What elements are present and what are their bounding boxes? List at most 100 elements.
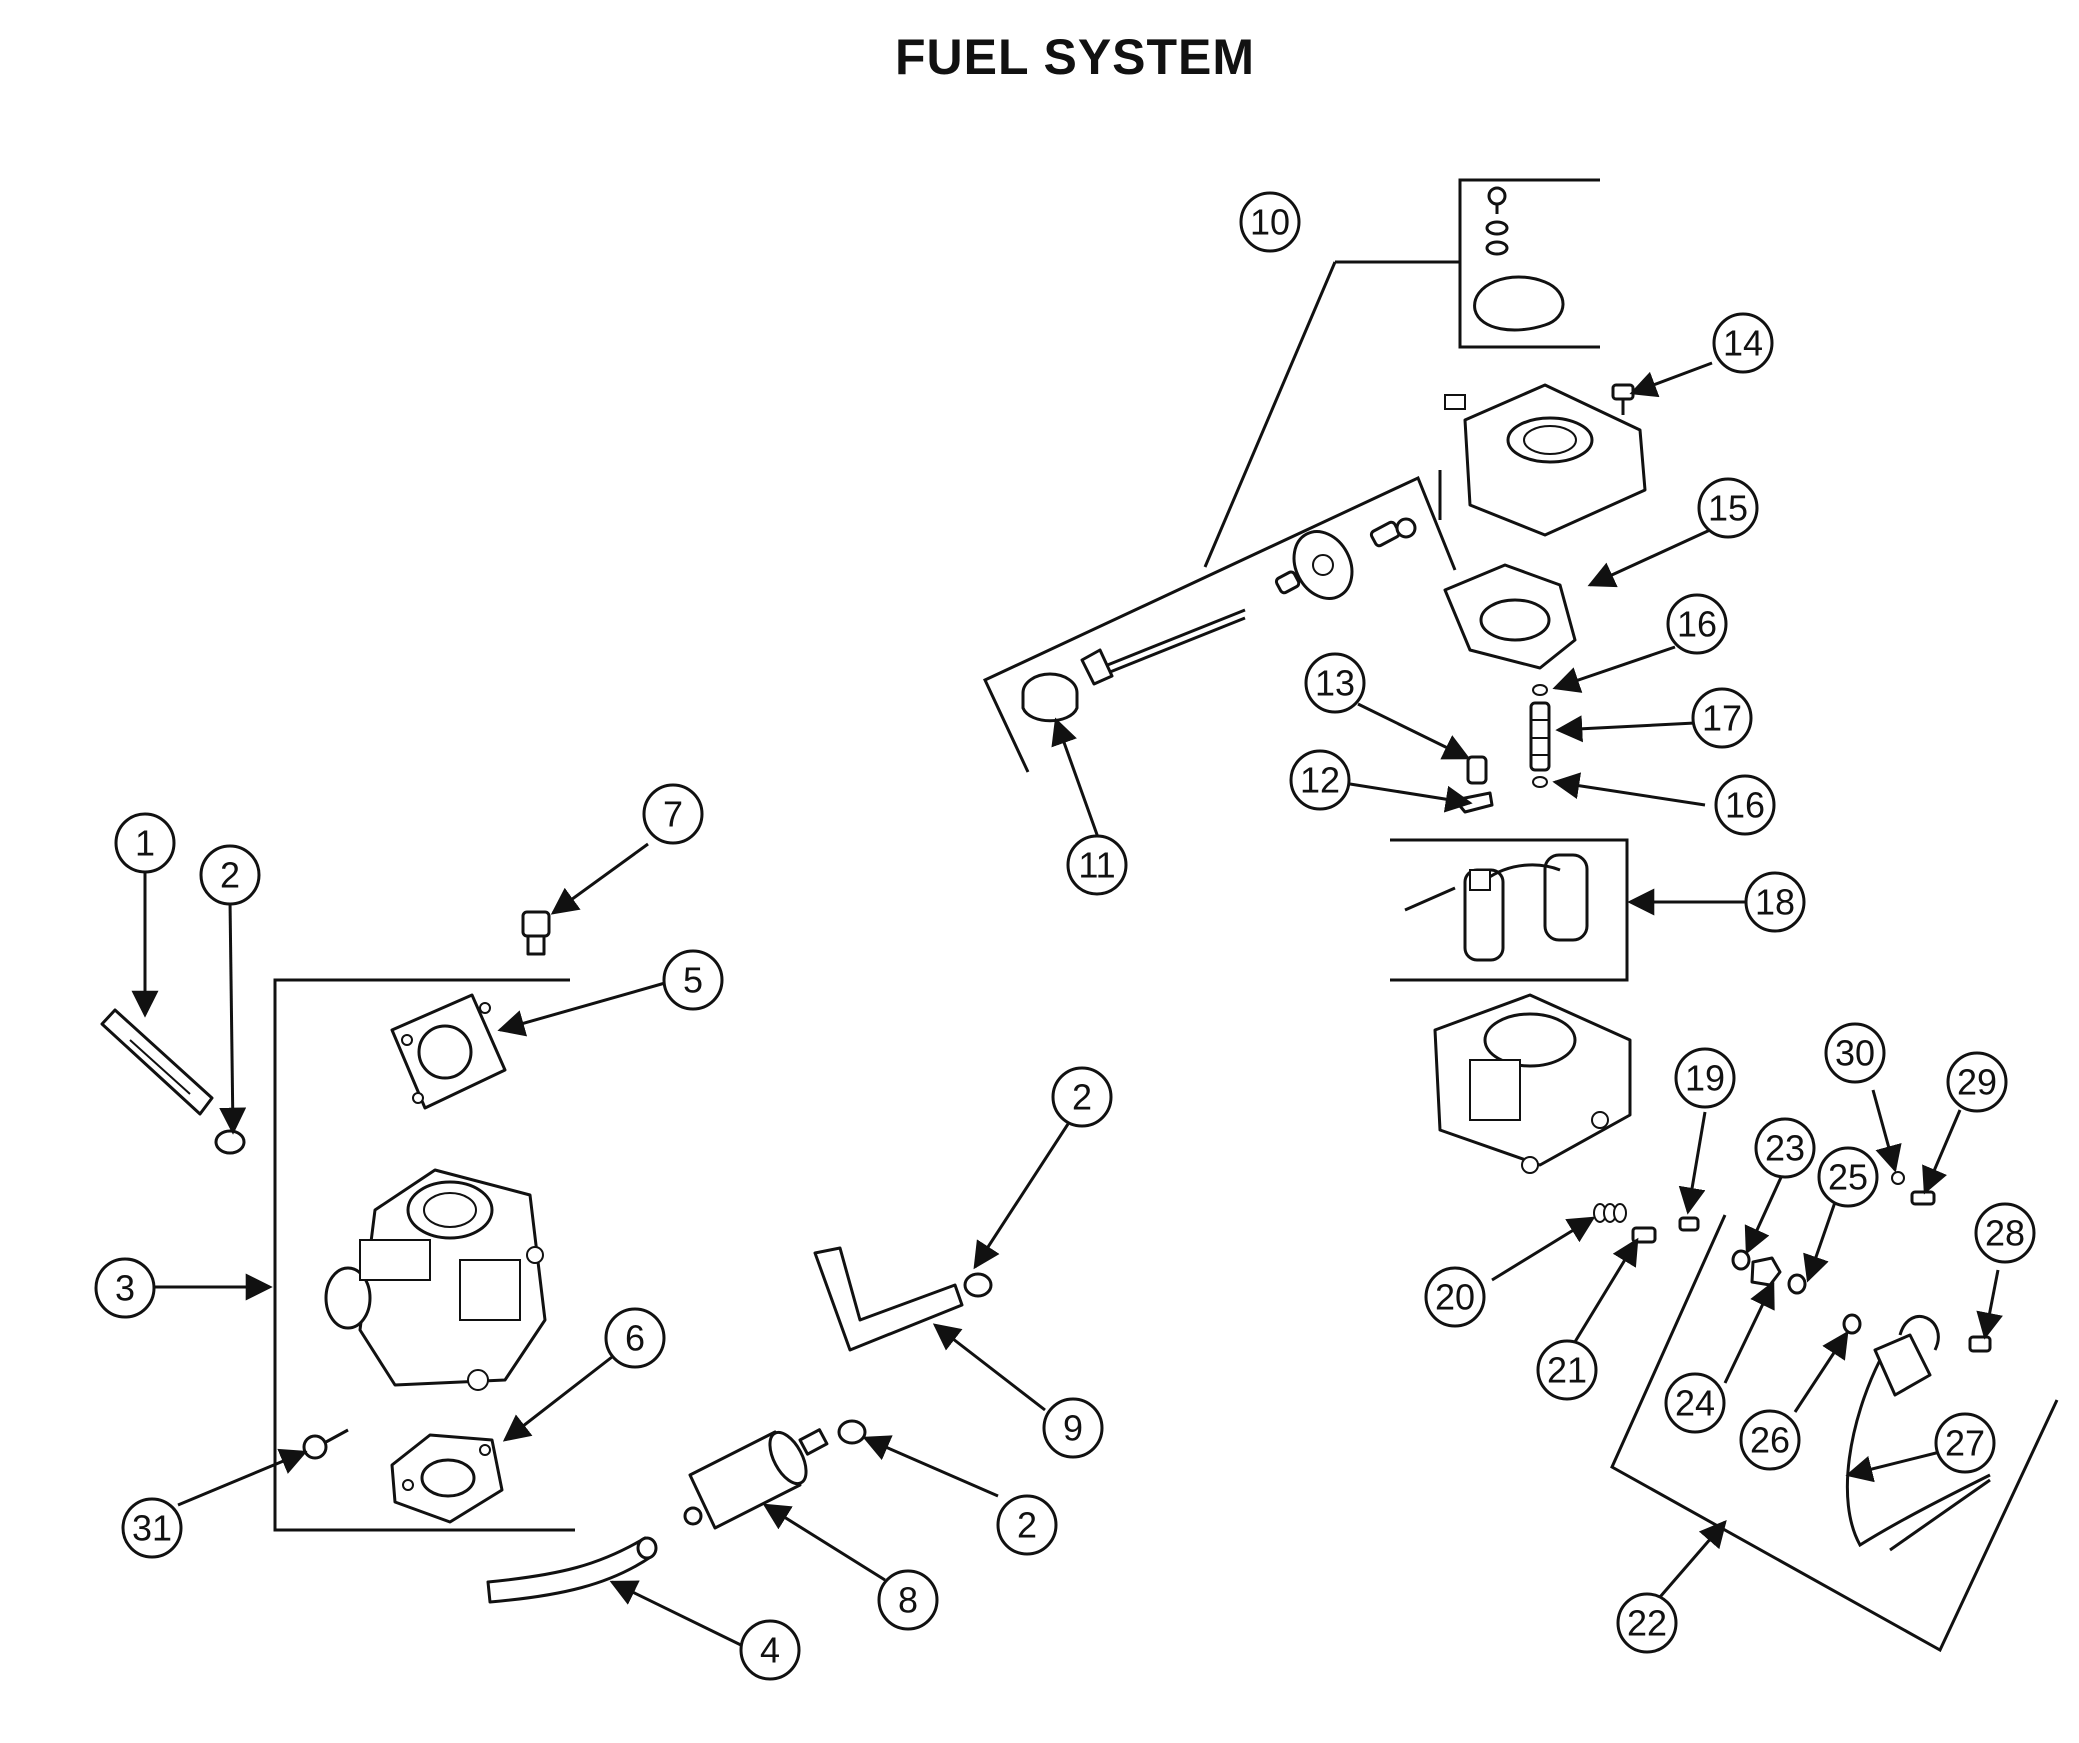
svg-text:13: 13	[1315, 663, 1355, 704]
svg-text:21: 21	[1547, 1350, 1587, 1391]
svg-text:9: 9	[1063, 1408, 1083, 1449]
svg-text:30: 30	[1835, 1033, 1875, 1074]
svg-text:6: 6	[625, 1318, 645, 1359]
callout-12: 12	[1289, 749, 1351, 811]
callout-26: 26	[1739, 1409, 1801, 1471]
gasket-lower	[390, 1433, 504, 1524]
callout-9: 9	[1042, 1397, 1104, 1459]
callout-13: 13	[1304, 652, 1366, 714]
svg-text:25: 25	[1828, 1157, 1868, 1198]
svg-text:17: 17	[1702, 698, 1742, 739]
callout-14: 14	[1712, 312, 1774, 374]
svg-text:2: 2	[1072, 1077, 1092, 1118]
callout-22: 22	[1616, 1592, 1678, 1654]
carburetor-upper-body	[1438, 383, 1647, 537]
o-ring-small	[1891, 1171, 1905, 1185]
callout-19: 19	[1674, 1047, 1736, 1109]
choke-cap	[1021, 672, 1079, 723]
svg-text:16: 16	[1725, 785, 1765, 826]
callout-1: 1	[114, 812, 176, 874]
svg-text:28: 28	[1985, 1213, 2025, 1254]
svg-text:18: 18	[1755, 882, 1795, 923]
svg-text:31: 31	[132, 1508, 172, 1549]
svg-text:20: 20	[1435, 1277, 1475, 1318]
callout-2: 2	[996, 1494, 1058, 1556]
callout-11: 11	[1066, 834, 1128, 896]
svg-text:19: 19	[1685, 1058, 1725, 1099]
idle-screw	[1678, 1216, 1700, 1232]
callout-17: 17	[1691, 687, 1753, 749]
callout-3: 3	[94, 1257, 156, 1319]
gasket-ring	[1731, 1249, 1862, 1335]
svg-text:11: 11	[1078, 845, 1115, 886]
fuel-hose-lower	[486, 1536, 658, 1604]
callout-29: 29	[1946, 1051, 2008, 1113]
callout-30: 30	[1824, 1022, 1886, 1084]
gasket-upper	[390, 993, 507, 1110]
adjusting-screw	[1631, 1226, 1657, 1244]
svg-text:2: 2	[220, 855, 240, 896]
jet-o-rings	[1532, 684, 1548, 788]
hose-clamp	[214, 1129, 993, 1445]
callout-21: 21	[1536, 1339, 1598, 1401]
callout-15: 15	[1697, 477, 1759, 539]
svg-text:15: 15	[1708, 488, 1748, 529]
callout-24: 24	[1664, 1372, 1726, 1434]
bracket-float-kit	[1390, 838, 1629, 982]
svg-text:27: 27	[1945, 1423, 1985, 1464]
svg-text:2: 2	[1017, 1505, 1037, 1546]
callout-2: 2	[1051, 1066, 1113, 1128]
main-jet	[1529, 701, 1551, 772]
fuel-filter	[683, 1428, 829, 1530]
callout-31: 31	[121, 1497, 183, 1559]
svg-text:1: 1	[135, 823, 155, 864]
callout-16: 16	[1666, 593, 1728, 655]
carburetor-lower-body	[1433, 993, 1632, 1174]
callout-4: 4	[739, 1619, 801, 1681]
float-assembly	[1404, 853, 1589, 962]
svg-text:7: 7	[663, 794, 683, 835]
svg-text:16: 16	[1677, 604, 1717, 645]
screw-top	[1611, 383, 1635, 415]
callout-25: 25	[1817, 1146, 1879, 1208]
callout-28: 28	[1974, 1202, 2036, 1264]
fuel-hose-short	[100, 1008, 214, 1116]
callout-10: 10	[1239, 191, 1301, 253]
fuel-hose-formed	[813, 1246, 964, 1352]
callout-18: 18	[1744, 871, 1806, 933]
diaphragm-kit	[1473, 186, 1565, 332]
callout-20: 20	[1424, 1266, 1486, 1328]
svg-text:3: 3	[115, 1268, 135, 1309]
svg-text:5: 5	[683, 960, 703, 1001]
svg-text:12: 12	[1300, 760, 1340, 801]
spring	[1593, 1203, 1627, 1223]
callout-5: 5	[662, 949, 724, 1011]
choke-lever	[1274, 530, 1354, 600]
bracket-choke-kit	[983, 260, 1460, 773]
page-title: FUEL SYSTEM	[894, 29, 1256, 85]
callout-8: 8	[877, 1569, 939, 1631]
svg-text:29: 29	[1957, 1062, 1997, 1103]
callout-27: 27	[1934, 1412, 1996, 1474]
bracket-carburetor-assembly	[273, 978, 575, 1532]
choke-shaft	[1080, 608, 1246, 686]
callout-7: 7	[642, 783, 704, 845]
fuel-fitting	[521, 910, 551, 956]
svg-text:10: 10	[1250, 202, 1290, 243]
callout-2: 2	[199, 844, 261, 906]
needle-valve	[1466, 755, 1488, 785]
svg-text:22: 22	[1627, 1603, 1667, 1644]
svg-text:4: 4	[760, 1630, 780, 1671]
svg-text:23: 23	[1765, 1128, 1805, 1169]
carburetor-assembly	[324, 1168, 547, 1391]
leader-arrows	[131, 361, 2003, 1649]
svg-text:14: 14	[1723, 323, 1763, 364]
svg-text:24: 24	[1675, 1383, 1715, 1424]
callout-23: 23	[1754, 1117, 1816, 1179]
callout-16: 16	[1714, 774, 1776, 836]
nut	[1750, 1256, 1782, 1287]
screw	[302, 1428, 349, 1460]
svg-text:26: 26	[1750, 1420, 1790, 1461]
bracket-solenoid-kit	[1610, 1214, 2059, 1653]
